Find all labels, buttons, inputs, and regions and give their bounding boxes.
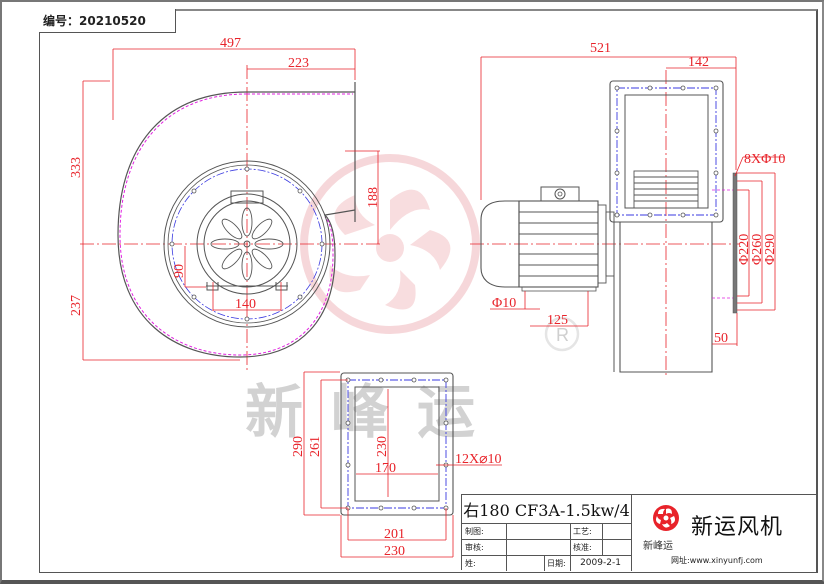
dim-flange-holes: 12X⌀10 xyxy=(455,452,502,467)
dim-flange-outer-width: 230 xyxy=(384,544,405,559)
outlet-flange-dimensions: 290 261 230 170 12X⌀10 201 230 xyxy=(291,436,502,559)
website-text: 网址:www.xinyunfj.com xyxy=(671,556,763,565)
date-value: 2009-2-1 xyxy=(580,558,621,568)
registered-mark: R xyxy=(556,325,569,345)
dim-overall-width: 497 xyxy=(220,36,241,51)
brand-name: 新运风机 xyxy=(691,515,784,540)
brand-small-text: 新峰运 xyxy=(643,541,673,552)
approval-grid: 制图: 工艺: 审核: 核准: 姓: 日期: 2009-2-1 xyxy=(462,523,631,571)
dim-inlet-holes: 8XΦ10 xyxy=(744,152,785,167)
watermark-brand-text: 新峰运 xyxy=(245,378,504,446)
label-drawn-by: 制图: xyxy=(465,526,484,536)
dim-flange-inner-width: 170 xyxy=(375,461,396,476)
brand-fan-logo-icon xyxy=(653,505,679,531)
dim-inlet-depth: 50 xyxy=(714,331,728,346)
dim-motor-foot-length: 125 xyxy=(547,313,568,328)
label-date: 日期: xyxy=(547,558,566,568)
model-name: 右180 CF3A-1.5kw/4 xyxy=(462,495,631,524)
title-block-info: 右180 CF3A-1.5kw/4 制图: 工艺: 审核: 核准: 姓: 日期:… xyxy=(462,495,632,571)
drawing-code-value: 20210520 xyxy=(79,13,146,28)
front-view-dimensions: 497 223 333 237 188 90 140 xyxy=(69,36,381,316)
dim-flange-inner-height: 230 xyxy=(375,436,390,457)
dim-motor-hole: Φ10 xyxy=(492,296,516,311)
title-block: 右180 CF3A-1.5kw/4 制图: 工艺: 审核: 核准: 姓: 日期:… xyxy=(461,494,817,571)
dim-motor-foot-height: 90 xyxy=(172,264,187,278)
title-block-brand: 新运风机 新峰运 网址:www.xinyunfj.com xyxy=(631,495,817,571)
dim-outlet-width: 223 xyxy=(288,56,309,71)
side-view-dimensions: 521 142 8XΦ10 Φ220 Φ260 Φ290 50 Φ10 125 xyxy=(492,41,785,346)
drawing-inner-frame xyxy=(39,9,818,573)
side-view xyxy=(470,56,785,375)
dim-inlet-d2: Φ260 xyxy=(750,234,765,265)
dim-height-below-center: 237 xyxy=(69,295,84,316)
dim-height-above-center: 333 xyxy=(69,157,84,178)
dim-flange-offset: 142 xyxy=(688,55,709,70)
label-approved-by: 核准: xyxy=(573,542,592,552)
dim-overall-length: 521 xyxy=(590,41,611,56)
label-reviewed-by: 审核: xyxy=(465,542,484,552)
outlet-flange-view xyxy=(303,371,502,558)
dim-flange-outer-height: 290 xyxy=(291,436,306,457)
dim-inlet-d3: Φ290 xyxy=(763,234,778,265)
drawing-code-label: 编号： xyxy=(43,14,80,28)
dim-outlet-offset: 188 xyxy=(366,187,381,208)
label-name: 姓: xyxy=(465,558,476,568)
dim-flange-hole-height: 261 xyxy=(308,436,323,457)
dim-flange-hole-width: 201 xyxy=(384,527,405,542)
dim-inlet-d1: Φ220 xyxy=(737,234,752,265)
dim-motor-foot-spacing: 140 xyxy=(235,297,256,312)
drawing-code-box: 编号： 20210520 xyxy=(39,9,176,33)
label-process: 工艺: xyxy=(573,526,592,536)
front-view xyxy=(80,48,380,370)
